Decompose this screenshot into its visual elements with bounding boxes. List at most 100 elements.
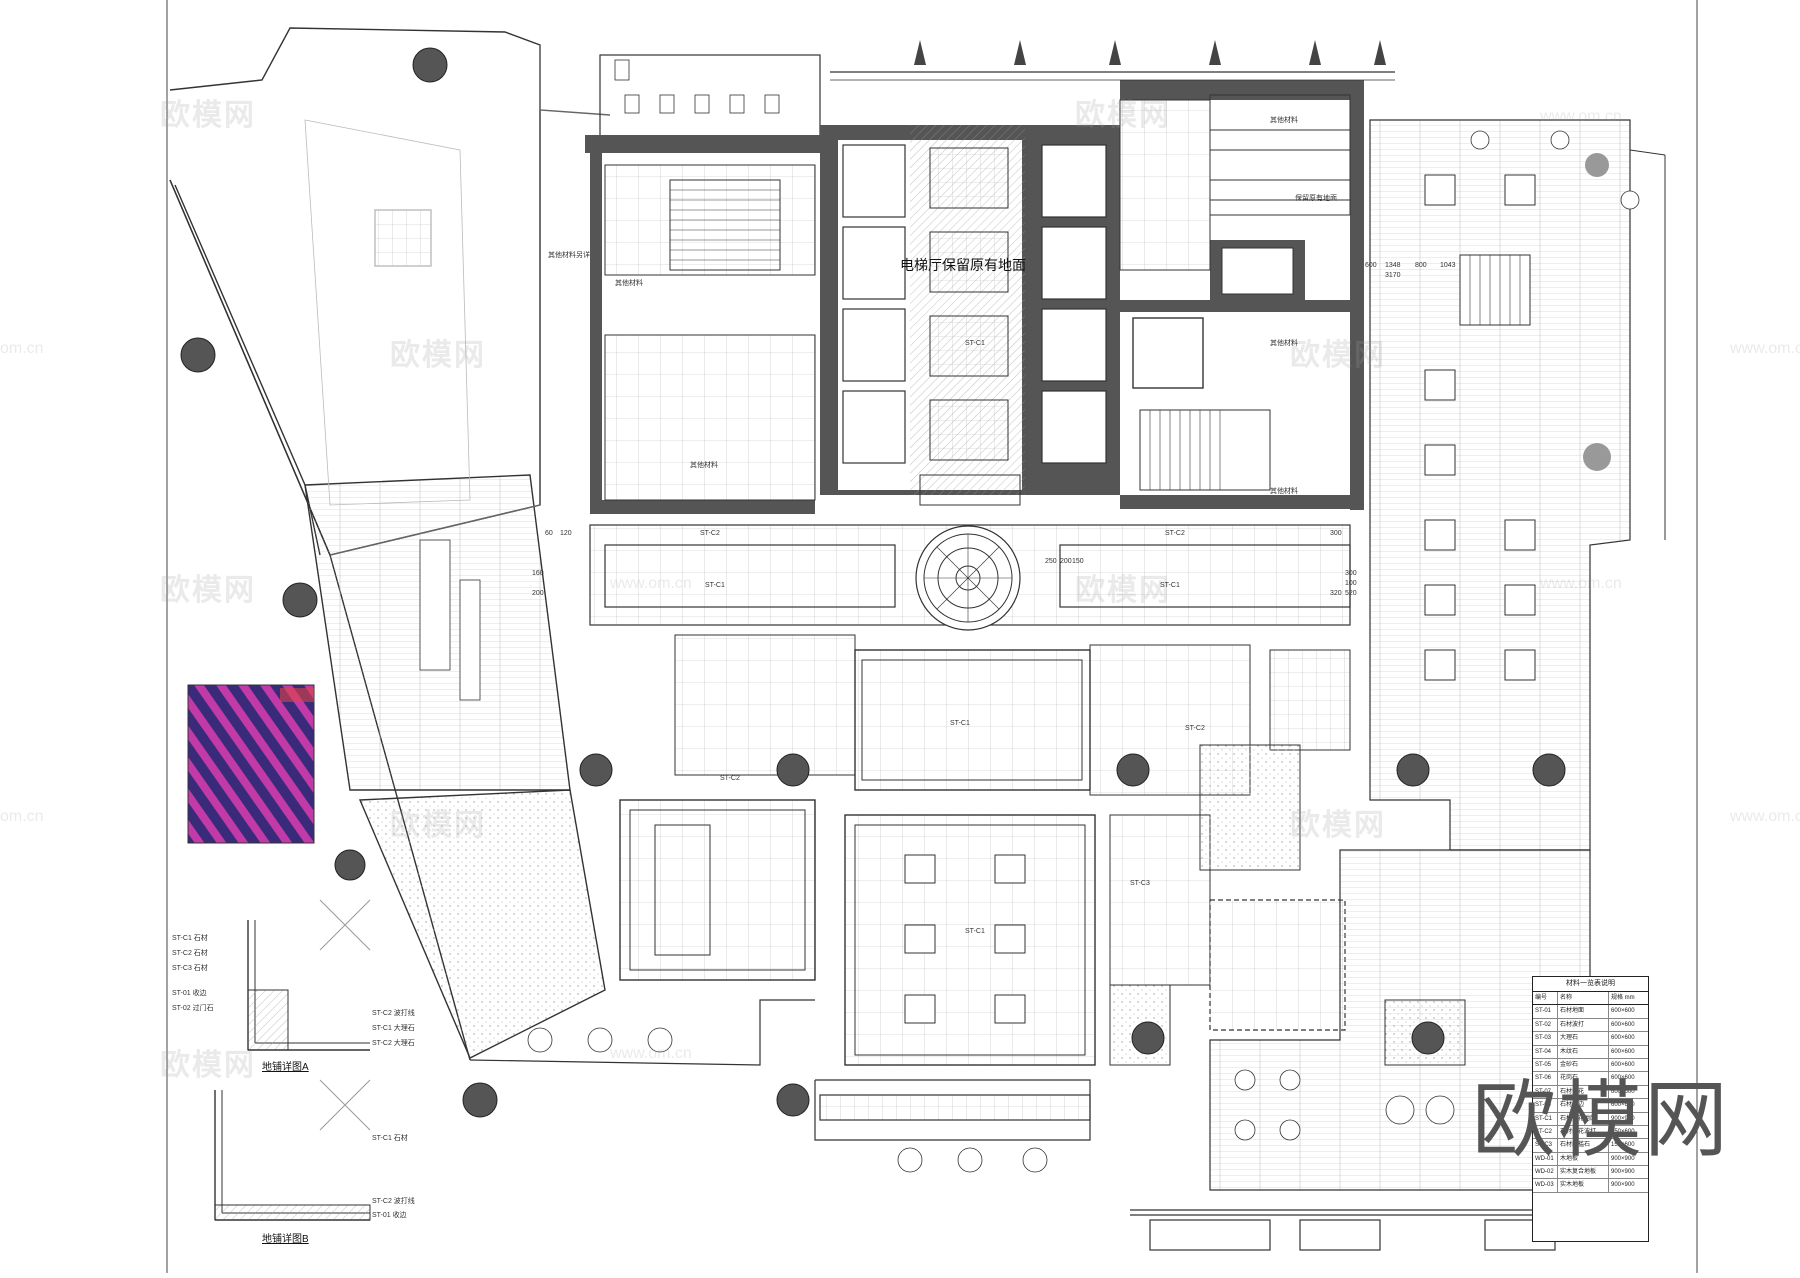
detail-a-callout-2: ST-C3 石材 — [172, 965, 208, 972]
label-st-c2-d: ST-C2 — [720, 775, 740, 782]
sheet-border — [166, 0, 1698, 1273]
dim-c2: 160 — [532, 570, 544, 577]
carpet-swatch — [187, 684, 315, 844]
bottom-strip — [469, 999, 1590, 1251]
facade-fins — [830, 40, 1395, 81]
right-wing — [1209, 119, 1666, 1191]
label-other-material-1: 其他材料 — [615, 280, 643, 287]
dim-a0: 600 — [1365, 262, 1377, 269]
legend-cell: 石材拼花波打 — [1558, 1125, 1609, 1139]
legend-cell: 花岗石 — [1558, 1072, 1609, 1085]
watermark-6: 欧模网 — [1075, 574, 1171, 607]
elevator-core — [820, 125, 1120, 506]
dim-c3: 200 — [532, 590, 544, 597]
dim-c1: 120 — [560, 530, 572, 537]
core-right — [1119, 80, 1364, 510]
legend-cell: 600×600 — [1611, 1102, 1635, 1109]
legend-cell: 石材地面 — [1558, 1005, 1609, 1018]
legend-cell: 金砂石 — [1558, 1058, 1609, 1072]
legend-cell: 150×600 — [1611, 1142, 1635, 1149]
label-st-c2-b: ST-C2 — [1165, 530, 1185, 537]
legend-cell: 石材拼花 — [1558, 1085, 1609, 1099]
dim-b4: 300 — [1345, 570, 1357, 577]
label-other-material-3: 其他材料 — [1270, 117, 1298, 124]
detail-a-callout-7: ST-C2 大理石 — [372, 1040, 415, 1047]
label-other-material-4: 其他材料 — [1270, 340, 1298, 347]
label-st-c1-c: ST-C1 — [950, 720, 970, 727]
label-st-c1-b: ST-C1 — [1160, 582, 1180, 589]
legend-cell: 石材拼花地面 — [1558, 1112, 1609, 1125]
dim-a2: 800 — [1415, 262, 1427, 269]
dim-b1: 200 — [1060, 558, 1072, 565]
legend-cell: 150×600 — [1611, 1128, 1635, 1135]
legend-cell: 600×600 — [1611, 1021, 1635, 1028]
detail-b-title: 地铺详图B — [262, 1234, 309, 1245]
detail-b-callout-1: ST-C2 波打线 — [372, 1198, 415, 1205]
legend-cell: 600×600 — [1611, 1035, 1635, 1042]
furniture — [419, 130, 1640, 1173]
legend-cell: 600×600 — [1611, 1061, 1635, 1068]
legend-cell: 900×900 — [1611, 1169, 1635, 1176]
legend-cell: ST-01 — [1533, 1005, 1558, 1018]
legend-cell: 石材波打 — [1558, 1018, 1609, 1032]
legend-cell: ST-07 — [1533, 1085, 1558, 1099]
detail-a-callout-5: ST-C2 波打线 — [372, 1010, 415, 1017]
watermark-1: 欧模网 — [160, 99, 256, 132]
legend-cell: ST-C2 — [1533, 1125, 1558, 1139]
detail-a-callout-1: ST-C2 石材 — [172, 950, 208, 957]
brand-watermark: 欧模网 — [1472, 1071, 1731, 1169]
dim-b3: 520 — [1345, 590, 1357, 597]
legend-header-spec: 规格 mm — [1611, 995, 1635, 1001]
dim-b5: 320 — [1330, 590, 1342, 597]
detail-b-drawing — [214, 1079, 371, 1221]
label-floor-material-note: 其他材料另详 — [548, 252, 590, 259]
watermark-2: 欧模网 — [1075, 99, 1171, 132]
legend-header-name: 名称 — [1558, 992, 1609, 1005]
legend-cell: ST-02 — [1533, 1018, 1558, 1032]
legend-cell: 600×600 — [1611, 1048, 1635, 1055]
dim-b2: 150 — [1072, 558, 1084, 565]
legend-cell: WD-01 — [1533, 1152, 1558, 1166]
dim-c4: 300 — [1330, 530, 1342, 537]
central-rooms — [619, 634, 1351, 1066]
watermark-3: 欧模网 — [390, 339, 486, 372]
watermark-url-6: om.cn — [0, 340, 44, 357]
lobby-band — [589, 524, 1351, 631]
watermark-9: 欧模网 — [160, 1049, 256, 1082]
label-keep-existing: 保留原有地面 — [1295, 195, 1337, 202]
dim-a3: 1043 — [1440, 262, 1456, 269]
legend-cell: ST-08 — [1533, 1099, 1558, 1112]
legend-cell: 600×600 — [1611, 1075, 1635, 1082]
label-st-c3-a: ST-C3 — [1130, 880, 1150, 887]
watermark-8: 欧模网 — [1290, 809, 1386, 842]
dim-b6: 100 — [1345, 580, 1357, 587]
core-left — [585, 54, 821, 514]
legend-cell: ST-04 — [1533, 1045, 1558, 1058]
detail-b-callout-0: ST-C1 石材 — [372, 1135, 408, 1142]
detail-a-callout-0: ST-C1 石材 — [172, 935, 208, 942]
dim-a1: 1348 — [1385, 262, 1401, 269]
legend-cell: ST-C1 — [1533, 1112, 1558, 1125]
detail-a-callout-4: ST-02 过门石 — [172, 1005, 214, 1012]
legend-cell: ST-03 — [1533, 1032, 1558, 1045]
dim-a4: 3170 — [1385, 272, 1401, 279]
legend-cell: 实木复合地板 — [1558, 1166, 1609, 1179]
structural-columns — [180, 47, 1566, 1118]
label-st-c1-e: ST-C1 — [965, 340, 985, 347]
legend-cell: 600×600 — [1611, 1088, 1635, 1095]
label-st-c1-d: ST-C1 — [965, 928, 985, 935]
detail-a-title: 地铺详图A — [262, 1062, 309, 1073]
label-other-material-2: 其他材料 — [690, 462, 718, 469]
